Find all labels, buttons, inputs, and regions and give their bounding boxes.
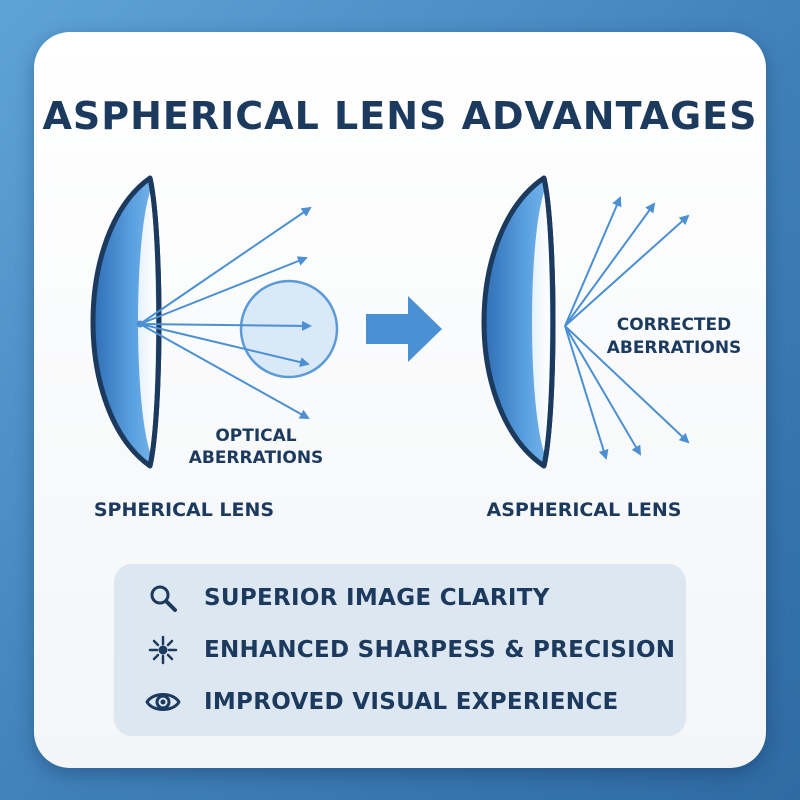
spherical-rays xyxy=(139,206,312,419)
ray-aspherical-3 xyxy=(564,214,690,327)
sparkle-icon xyxy=(144,631,182,669)
feature-item-clarity: SUPERIOR IMAGE CLARITY xyxy=(144,578,550,618)
magnifier-icon xyxy=(144,579,182,617)
aspherical-lens-label: ASPHERICAL LENS xyxy=(487,499,682,521)
corrected-aberrations-line2: ABERRATIONS xyxy=(607,338,742,358)
spherical-focal-point xyxy=(136,320,144,328)
eye-icon xyxy=(144,683,182,721)
aspherical-lens-group xyxy=(481,175,556,469)
spherical-lens-group xyxy=(90,175,162,469)
ray-aspherical-1 xyxy=(564,196,622,327)
feature-item-visual: IMPROVED VISUAL EXPERIENCE xyxy=(144,682,619,722)
ray-spherical-3 xyxy=(139,320,312,331)
ray-spherical-4 xyxy=(139,323,310,368)
optical-aberrations-line1: OPTICAL xyxy=(215,426,296,446)
corrected-aberrations-line1: CORRECTED xyxy=(617,315,732,335)
feature-item-sharpness: ENHANCED SHARPESS & PRECISION xyxy=(144,630,675,670)
spherical-lens-label: SPHERICAL LENS xyxy=(94,499,274,521)
feature-label-sharpness: ENHANCED SHARPESS & PRECISION xyxy=(204,637,676,663)
ray-aspherical-4 xyxy=(564,325,690,444)
lens-comparison-diagram: OPTICAL ABERRATIONS SPHERICAL LENS CORRE… xyxy=(90,175,742,521)
ray-spherical-5 xyxy=(139,323,310,419)
transition-arrow-icon xyxy=(366,296,442,362)
ray-spherical-1 xyxy=(139,206,312,325)
infographic-card: ASPHERICAL LENS ADVANTAGES xyxy=(34,32,766,768)
optical-aberrations-line2: ABERRATIONS xyxy=(189,448,324,468)
feature-label-visual: IMPROVED VISUAL EXPERIENCE xyxy=(204,689,619,715)
ray-aspherical-6 xyxy=(564,325,609,460)
features-panel: SUPERIOR IMAGE CLARITY xyxy=(114,564,686,736)
ray-aspherical-2 xyxy=(564,202,656,327)
aspherical-lens-highlight xyxy=(532,192,550,452)
ray-aspherical-5 xyxy=(564,325,642,456)
ray-spherical-2 xyxy=(139,256,308,325)
aspherical-rays xyxy=(564,196,690,460)
page-title: ASPHERICAL LENS ADVANTAGES xyxy=(42,94,758,138)
feature-label-clarity: SUPERIOR IMAGE CLARITY xyxy=(204,585,550,611)
aberration-circle xyxy=(239,279,339,379)
